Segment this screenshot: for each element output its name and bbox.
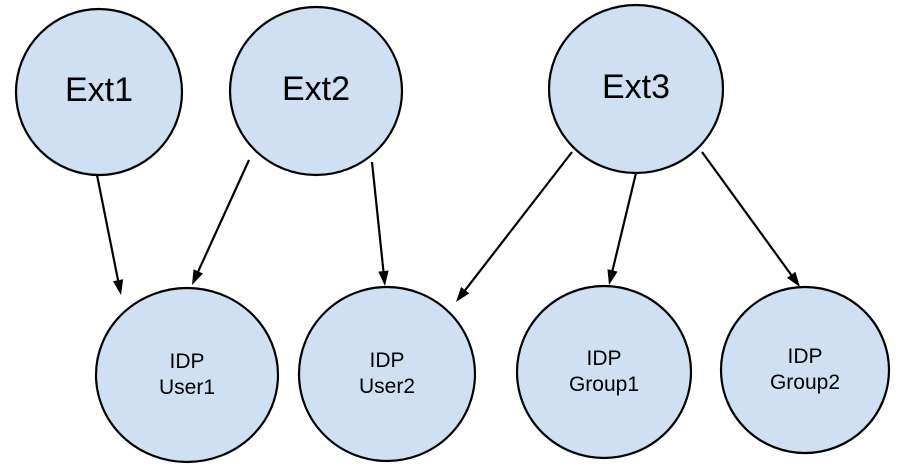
node-label-line: IDP xyxy=(369,349,404,372)
arrowhead-icon xyxy=(456,286,470,302)
node-circle[interactable] xyxy=(228,5,404,177)
node-circle[interactable] xyxy=(94,286,280,464)
node-label: Ext2 xyxy=(282,70,350,108)
node-label: IDP User2 xyxy=(359,349,415,398)
node-label: IDP Group1 xyxy=(569,347,639,396)
node-label-line: Ext3 xyxy=(602,68,670,106)
node-idp-user1[interactable]: IDP User1 xyxy=(94,286,280,464)
arrowhead-icon xyxy=(378,270,389,286)
node-label-line: Ext2 xyxy=(282,70,350,108)
node-ext2[interactable]: Ext2 xyxy=(228,5,404,177)
edge-ext3-to-idp-group2 xyxy=(701,151,800,287)
edge-line xyxy=(196,159,251,274)
arrowhead-icon xyxy=(112,279,124,295)
node-idp-group1[interactable]: IDP Group1 xyxy=(515,284,693,460)
edge-line xyxy=(701,151,794,278)
node-label-line: IDP xyxy=(169,350,204,373)
node-label-line: User1 xyxy=(159,376,215,399)
node-label-line: Group1 xyxy=(569,373,639,396)
node-idp-group2[interactable]: IDP Group2 xyxy=(719,285,891,455)
edge-ext3-to-idp-group1 xyxy=(607,172,638,285)
node-circle[interactable] xyxy=(515,284,693,460)
arrowhead-icon xyxy=(607,269,618,285)
edge-ext1-to-idp-user1 xyxy=(95,174,124,295)
edge-line xyxy=(610,172,638,273)
node-label: Ext3 xyxy=(602,68,670,106)
node-label: IDP Group2 xyxy=(770,345,840,394)
node-label-line: User2 xyxy=(359,375,415,398)
node-label-line: IDP xyxy=(787,345,822,368)
arrowhead-icon xyxy=(192,269,203,285)
node-label-line: Group2 xyxy=(770,371,840,394)
node-label-line: Ext1 xyxy=(65,71,133,109)
edge-layer xyxy=(95,151,800,302)
node-circle[interactable] xyxy=(297,285,477,463)
edge-ext2-to-idp-user1 xyxy=(192,159,251,285)
arrowhead-icon xyxy=(786,271,800,287)
node-idp-user2[interactable]: IDP User2 xyxy=(297,285,477,463)
node-ext1[interactable]: Ext1 xyxy=(14,7,184,177)
node-label: IDP User1 xyxy=(159,350,215,399)
node-circle[interactable] xyxy=(14,7,184,177)
edge-line xyxy=(95,174,120,283)
node-ext3[interactable]: Ext3 xyxy=(547,3,725,175)
node-circle[interactable] xyxy=(719,285,891,455)
node-label-line: IDP xyxy=(586,347,621,370)
edge-ext2-to-idp-user2 xyxy=(370,161,389,286)
edge-line xyxy=(463,151,573,293)
node-label: Ext1 xyxy=(65,71,133,109)
edge-line xyxy=(370,161,385,274)
node-circle[interactable] xyxy=(547,3,725,175)
edge-ext3-to-idp-user2 xyxy=(456,151,573,302)
